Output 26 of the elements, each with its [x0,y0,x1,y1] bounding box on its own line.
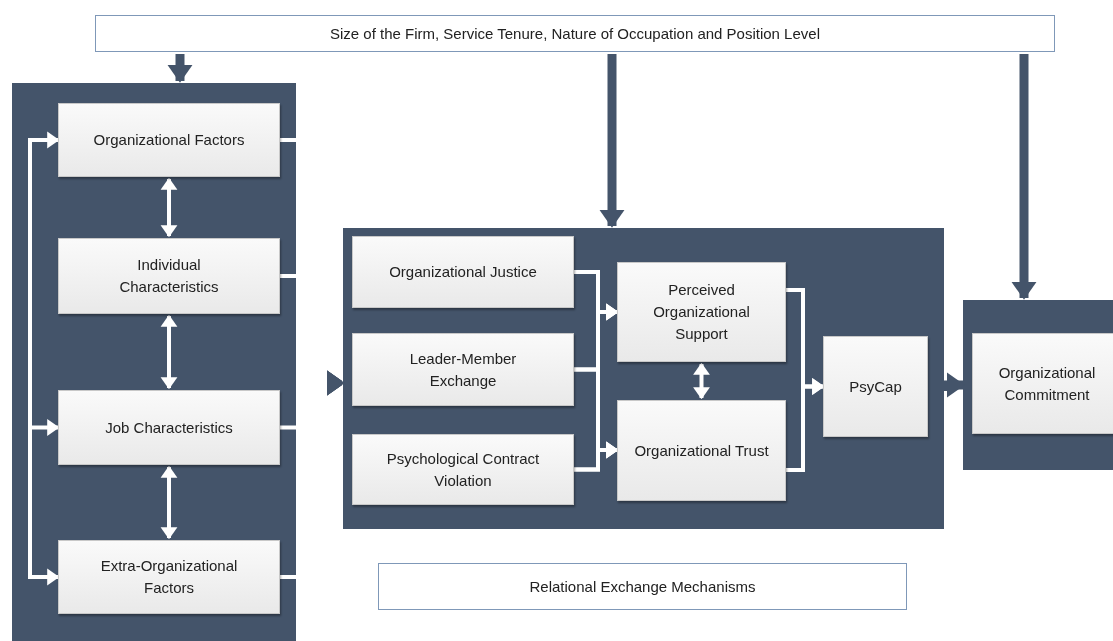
factor-box: Organizational Factors [58,103,280,177]
arrow [160,314,178,390]
factor-box: Organizational Trust [617,400,786,501]
arrow [599,54,625,228]
factor-box: Job Characteristics [58,390,280,465]
arrow [160,465,178,540]
panel-background [963,300,1113,470]
factor-box: Organizational Commitment [972,333,1113,434]
factor-box: Extra-Organizational Factors [58,540,280,614]
arrow [1011,54,1037,300]
arrow [280,370,345,579]
arrow [693,362,710,400]
factor-box: Perceived Organizational Support [617,262,786,362]
panel-background [343,228,944,529]
arrow [574,441,619,472]
heading-box: Relational Exchange Mechanisms [378,563,907,610]
heading-box: Size of the Firm, Service Tenure, Nature of Occupation and Position Level [95,15,1055,52]
arrow [167,54,193,83]
panel-background [12,83,296,641]
factor-box: Individual Characteristics [58,238,280,314]
factor-box: PsyCap [823,336,928,437]
factor-box: Psychological Contract Violation [352,434,574,505]
arrow [160,177,178,238]
arrow [786,378,825,472]
factor-box: Organizational Justice [352,236,574,308]
factor-box: Leader-Member Exchange [352,333,574,406]
